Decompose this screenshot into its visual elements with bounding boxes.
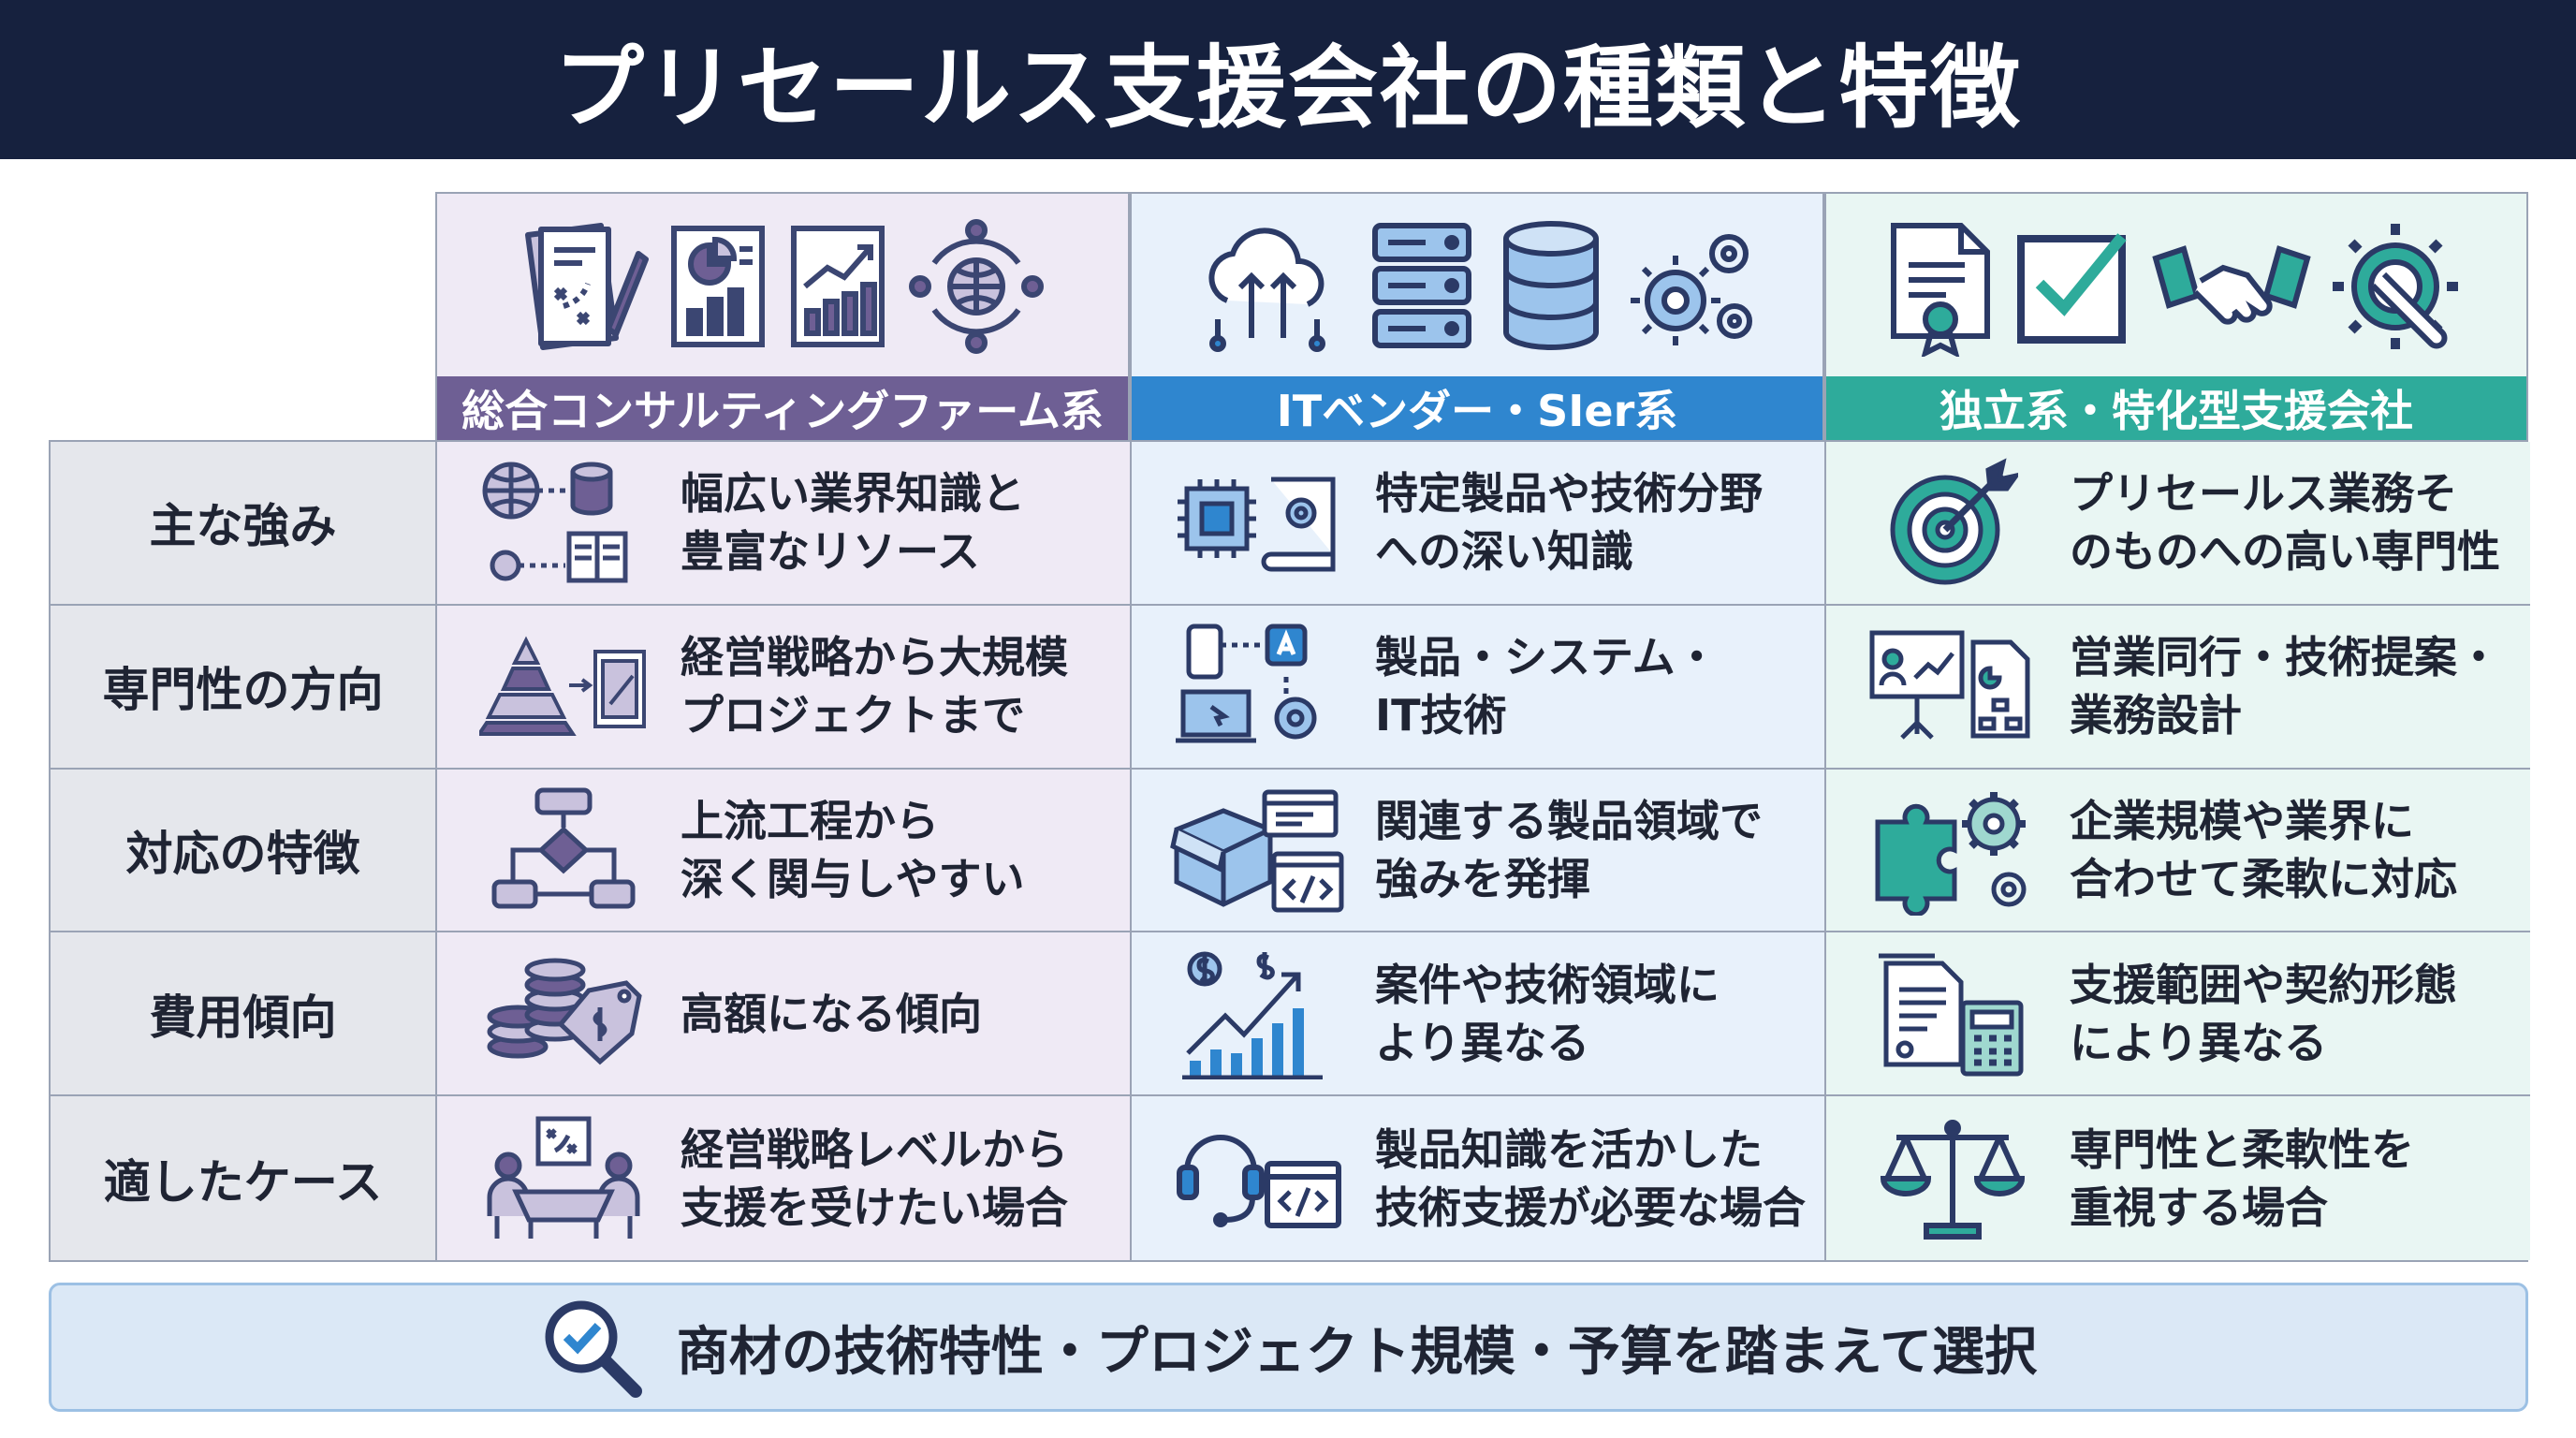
meeting-strategy-icon xyxy=(487,1116,640,1239)
puzzle-gear-icon xyxy=(1875,791,2027,916)
table-cell: 上流工程から 深く関与しやすい xyxy=(437,769,1132,933)
flowchart-icon xyxy=(491,787,636,909)
table-cell: 支援範囲や契約形態 により異なる xyxy=(1826,932,2530,1097)
report-chart-icon xyxy=(671,225,765,347)
cell-text: 関連する製品領域で 強みを発揮 xyxy=(1375,795,1763,904)
column-icons xyxy=(437,194,1128,378)
column-label: 総合コンサルティングファーム系 xyxy=(437,376,1128,440)
cell-text: 経営戦略から大規模 プロジェクトまで xyxy=(681,632,1068,741)
table-cell: 関連する製品領域で 強みを発揮 xyxy=(1132,769,1826,933)
table-cell: 経営戦略から大規模 プロジェクトまで xyxy=(437,605,1132,770)
column-header-consulting: 総合コンサルティングファーム系 xyxy=(435,192,1130,440)
table-cell: 経営戦略レベルから 支援を受けたい場合 xyxy=(437,1096,1132,1260)
cell-text: 特定製品や技術分野 への深い知識 xyxy=(1375,468,1763,578)
cell-text: 製品知識を活かした 技術支援が必要な場合 xyxy=(1375,1123,1806,1233)
cell-text: 企業規模や業界に 合わせて柔軟に対応 xyxy=(2070,795,2457,904)
table-cell: 製品・システム・ IT技術 xyxy=(1132,605,1826,770)
column-label: 独立系・特化型支援会社 xyxy=(1826,376,2526,440)
cell-text: 案件や技術領域に より異なる xyxy=(1375,959,1720,1068)
money-growth-icon xyxy=(1182,951,1323,1079)
contract-calculator-icon xyxy=(1879,953,2024,1077)
table-cell: 幅広い業界知識と 豊富なリソース xyxy=(437,442,1132,606)
handshake-icon xyxy=(2152,244,2311,325)
table-cell: 特定製品や技術分野 への深い知識 xyxy=(1132,442,1826,606)
column-icons xyxy=(1132,194,1822,378)
title-bar: プリセールス支援会社の種類と特徴 xyxy=(0,0,2576,159)
cell-text: 製品・システム・ IT技術 xyxy=(1375,632,1719,741)
table-cell: 案件や技術領域に より異なる xyxy=(1132,932,1826,1097)
cloud-upload-icon xyxy=(1208,227,1325,352)
cell-text: 幅広い業界知識と 豊富なリソース xyxy=(681,468,1025,578)
cell-text: 経営戦略レベルから 支援を受けたい場合 xyxy=(681,1123,1068,1233)
table-cell: 高額になる傾向 xyxy=(437,932,1132,1097)
row-label: 対応の特徴 xyxy=(51,769,437,933)
column-header-independent: 独立系・特化型支援会社 xyxy=(1824,192,2528,440)
row-label: 費用傾向 xyxy=(51,932,437,1097)
comparison-table: 主な強み 幅広い業界知識と 豊富なリソース xyxy=(49,440,2530,1262)
cell-text: 上流工程から 深く関与しやすい xyxy=(681,795,1025,904)
cell-text: 高額になる傾向 xyxy=(681,988,982,1039)
devices-appstore-icon xyxy=(1176,624,1317,743)
coins-pricetag-icon xyxy=(487,958,642,1065)
row-label: 主な強み xyxy=(51,442,437,606)
global-network-icon xyxy=(909,218,1044,354)
database-icon xyxy=(1503,220,1599,350)
headset-code-icon xyxy=(1177,1134,1341,1228)
target-icon xyxy=(1890,458,2018,585)
cell-text: 営業同行・技術提案・ 業務設計 xyxy=(2070,632,2500,741)
cell-text: プリセールス業務そ のものへの高い専門性 xyxy=(2070,468,2500,578)
table-cell: 企業規模や業界に 合わせて柔軟に対応 xyxy=(1826,769,2530,933)
table-cell: 営業同行・技術提案・ 業務設計 xyxy=(1826,605,2530,770)
cell-text: 専門性と柔軟性を 重視する場合 xyxy=(2070,1123,2414,1233)
box-code-icon xyxy=(1170,789,1344,913)
presentation-document-icon xyxy=(1869,630,2030,740)
row-label: 専門性の方向 xyxy=(51,605,437,770)
wrench-gear-icon xyxy=(2333,223,2458,349)
cell-text: 支援範囲や契約形態 により異なる xyxy=(2070,959,2457,1068)
footer-banner: 商材の技術特性・プロジェクト規模・予算を踏まえて選択 xyxy=(49,1283,2528,1412)
table-cell: 製品知識を活かした 技術支援が必要な場合 xyxy=(1132,1096,1826,1260)
checkbox-icon xyxy=(2017,232,2127,344)
certificate-icon xyxy=(1891,222,1990,357)
server-rack-icon xyxy=(1372,222,1471,348)
column-icons xyxy=(1826,194,2526,378)
growth-chart-icon xyxy=(791,225,885,347)
strategy-document-icon xyxy=(525,222,649,350)
pyramid-blueprint-icon xyxy=(479,636,646,737)
globe-database-book-icon xyxy=(482,462,628,583)
row-label: 適したケース xyxy=(51,1096,437,1260)
balance-scale-icon xyxy=(1880,1119,2026,1240)
gears-icon xyxy=(1631,233,1752,345)
column-header-it-vendor: ITベンダー・SIer系 xyxy=(1130,192,1824,440)
column-label: ITベンダー・SIer系 xyxy=(1132,376,1822,440)
table-cell: 専門性と柔軟性を 重視する場合 xyxy=(1826,1096,2530,1260)
search-check-icon xyxy=(545,1300,642,1398)
footer-text: 商材の技術特性・プロジェクト規模・予算を踏まえて選択 xyxy=(676,1321,2038,1383)
page-title: プリセールス支援会社の種類と特徴 xyxy=(554,35,2022,140)
table-cell: プリセールス業務そ のものへの高い専門性 xyxy=(1826,442,2530,606)
chip-book-icon xyxy=(1178,477,1336,572)
